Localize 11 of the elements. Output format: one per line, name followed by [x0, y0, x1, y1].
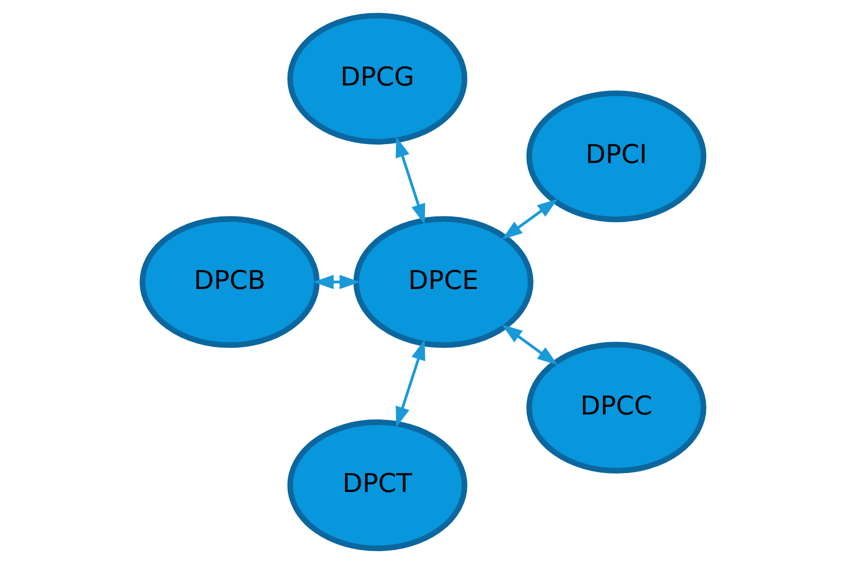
node-ellipse: DPCE [352, 216, 533, 348]
node-ellipse: DPCC [526, 342, 706, 474]
arrow [395, 136, 425, 224]
arrow [395, 340, 425, 428]
arrow [501, 324, 558, 366]
node-ellipse: DPCT [286, 419, 467, 552]
arrow [312, 274, 360, 290]
arrow [501, 198, 558, 240]
node-ellipse: DPCG [286, 12, 467, 145]
node-ellipse: DPCB [139, 216, 320, 348]
node-ellipse: DPCI [526, 90, 706, 222]
